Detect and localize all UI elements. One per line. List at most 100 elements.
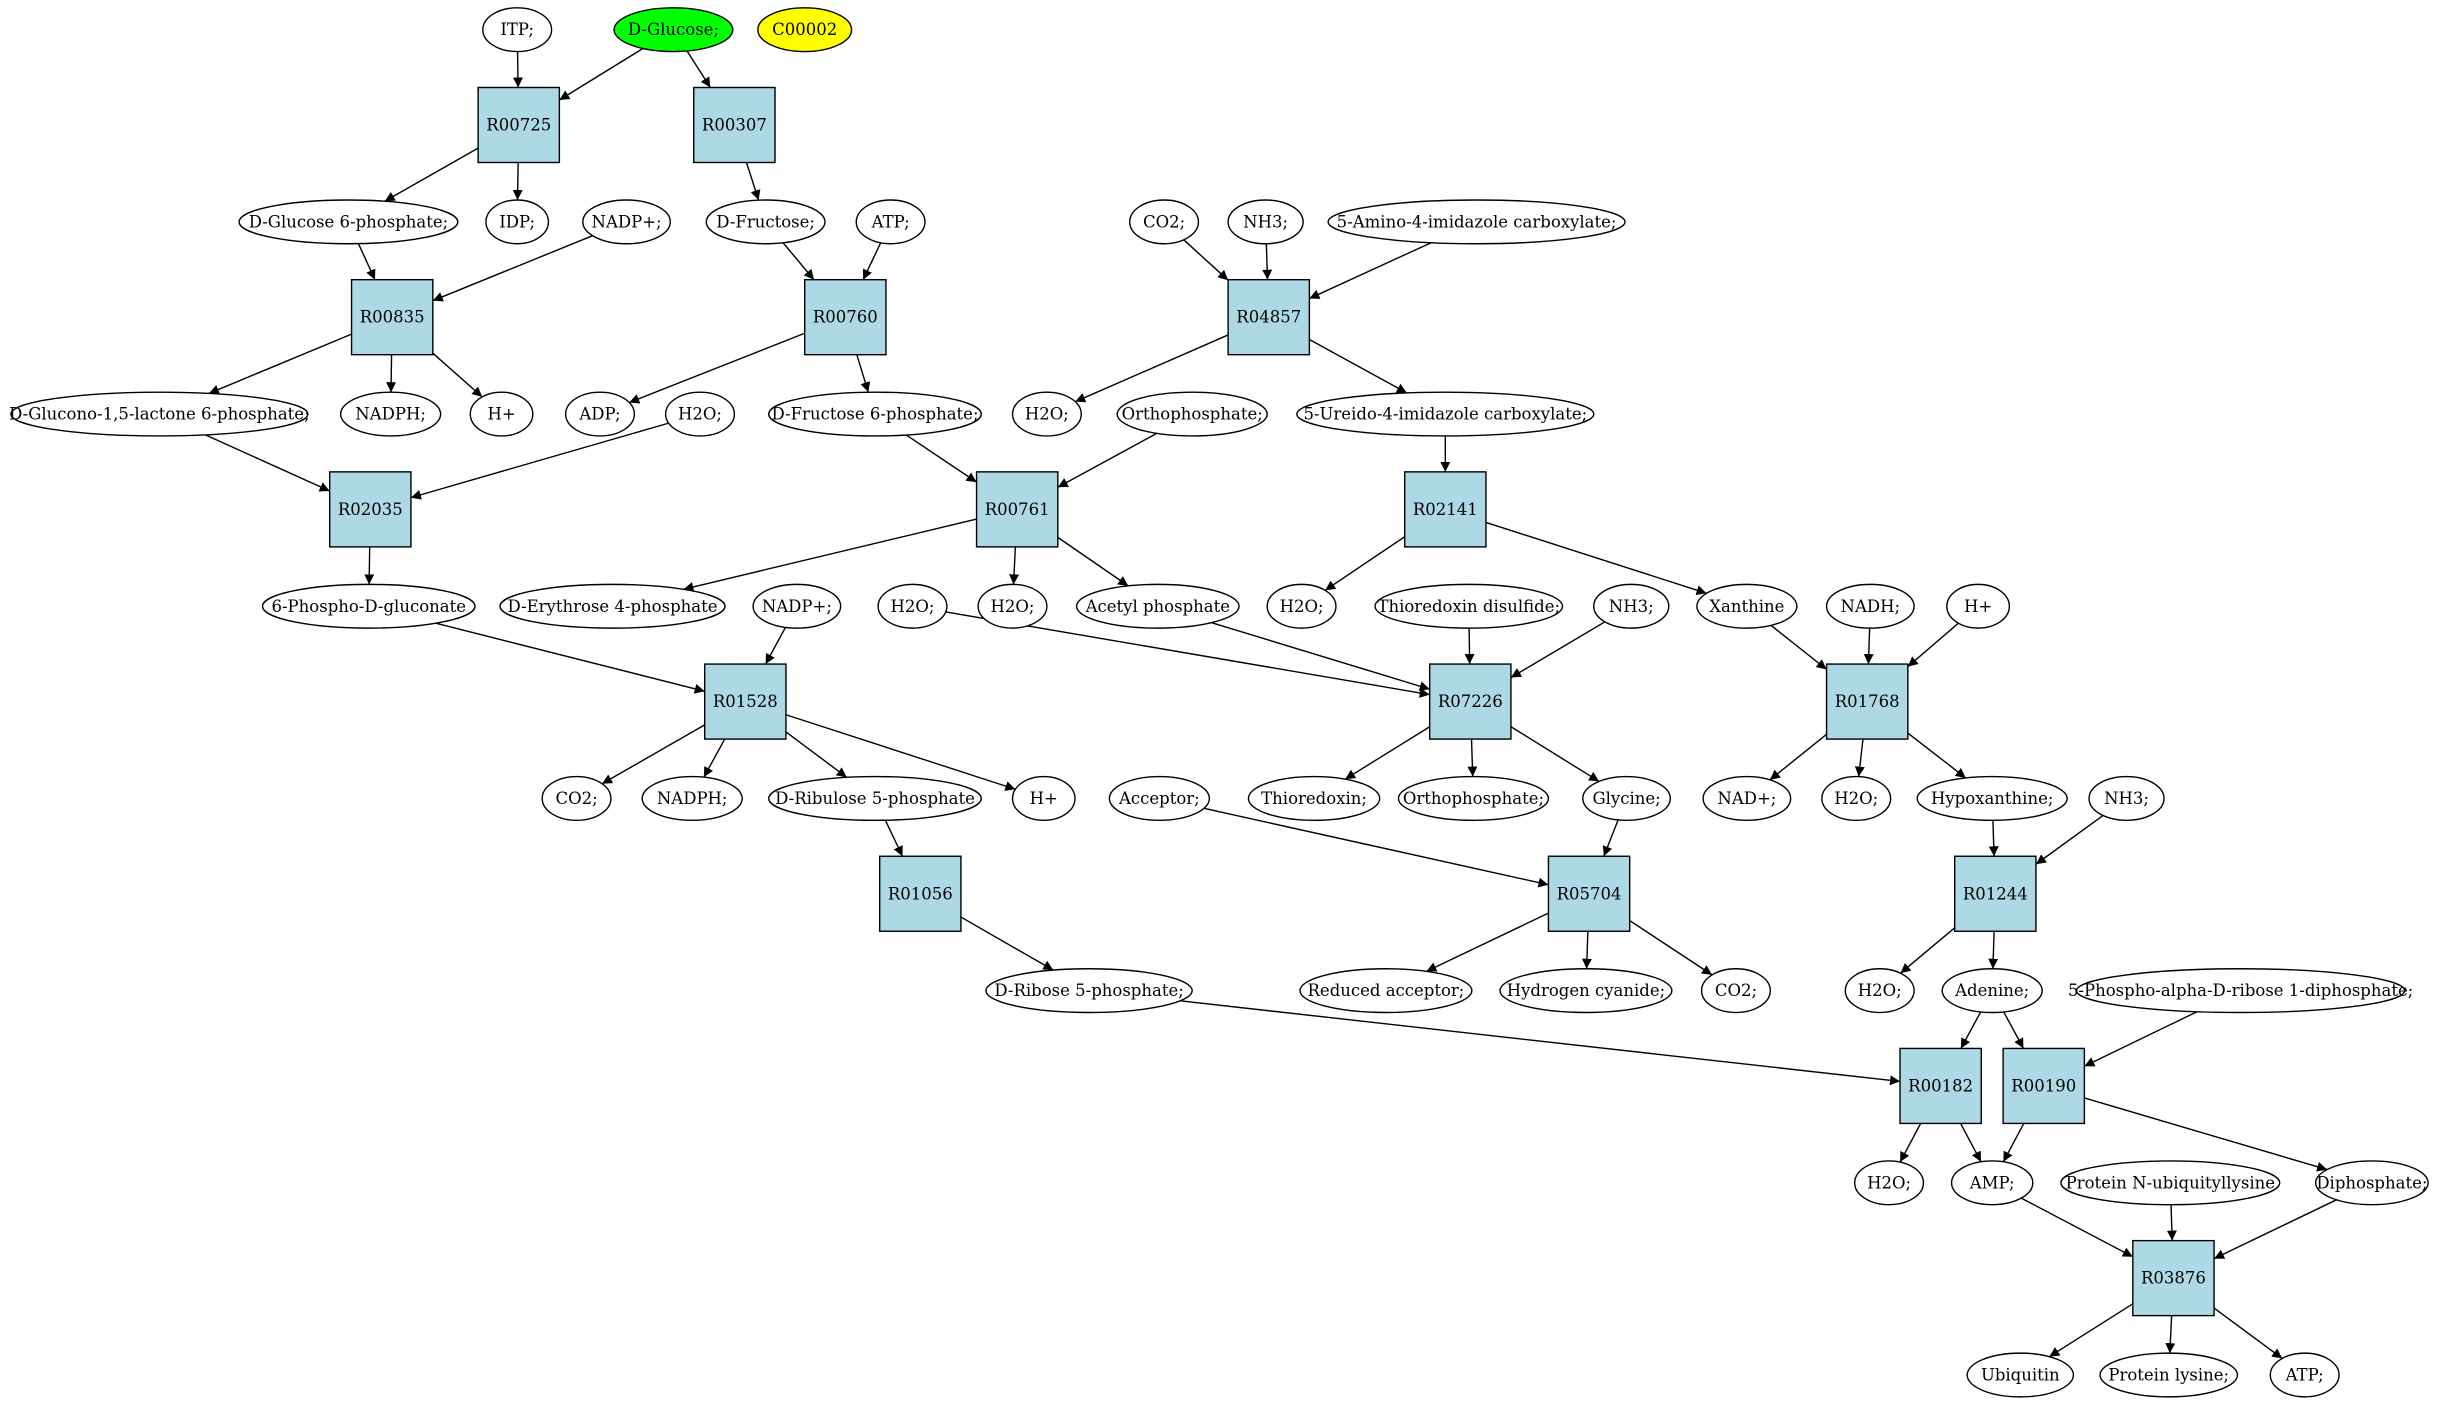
node-label: Protein lysine; (2108, 1366, 2229, 1385)
node-label: Glycine; (1592, 789, 1660, 808)
edge-acp-to-r07226 (1211, 621, 1430, 692)
compound-ellipse (1593, 583, 1670, 629)
edge-r00190-to-amp (2002, 1123, 2025, 1163)
edge-r03876-to-atp2 (2213, 1307, 2283, 1359)
edge-co2a-to-r04857 (1183, 239, 1229, 281)
compound-ellipse (705, 199, 826, 245)
edge-r00307-to-dfructose (745, 162, 761, 201)
node-label: Hypoxanthine; (1931, 789, 2053, 808)
node-label: 5-Phospho-alpha-D-ribose 1-diphosphate; (2068, 981, 2413, 1000)
compound-node-redacc: Reduced acceptor; (1299, 968, 1473, 1014)
node-label: NADH; (1841, 597, 1901, 616)
compound-node-plys: Protein lysine; (2099, 1352, 2239, 1398)
node-label: NH3; (1609, 597, 1654, 616)
edge-r00760-to-adp (628, 332, 805, 404)
reaction-box (1899, 1047, 1982, 1125)
compound-node-thioredoxin: Thioredoxin; (1247, 775, 1381, 822)
compound-node-h2o1: H2O; (664, 391, 736, 437)
edge-nh3b-to-r07226 (1510, 621, 1606, 679)
edge-r00182-to-amp (1959, 1123, 1982, 1163)
compound-node-thiodis: Thioredoxin disulfide; (1374, 583, 1564, 629)
reaction-box (1547, 855, 1631, 932)
node-label: H2O; (1834, 789, 1878, 808)
compound-ellipse (1844, 968, 1915, 1014)
edge-r01528-to-hplus3 (785, 714, 1016, 791)
compound-ellipse (1821, 775, 1892, 822)
compound-ellipse (2060, 1160, 2281, 1206)
compound-ellipse (1853, 1160, 1925, 1206)
reaction-node-r02141: R02141 (1403, 471, 1487, 548)
edge-adenine-to-r00190 (2003, 1011, 2025, 1049)
node-label: Thioredoxin; (1261, 789, 1367, 808)
compound-ellipse (977, 583, 1048, 629)
compound-node-dglucose: D-Glucose; (613, 7, 734, 53)
node-label: Thioredoxin disulfide; (1377, 597, 1560, 616)
reaction-node-r00760: R00760 (803, 278, 887, 356)
reaction-box (1403, 471, 1487, 548)
edge-nadh-to-r01768 (1863, 628, 1874, 665)
compound-ellipse (1374, 583, 1564, 629)
compound-ellipse (1397, 775, 1550, 822)
node-label: CO2; (1143, 212, 1185, 231)
compound-node-dg6p: D-Glucose 6-phosphate; (238, 199, 459, 245)
compound-ellipse (1499, 968, 1673, 1014)
edge-dr5p-to-r01056 (884, 819, 904, 857)
reaction-node-r01244: R01244 (1953, 855, 2037, 932)
reaction-box (975, 471, 1059, 548)
compound-node-h2o4: H2O; (977, 583, 1048, 629)
compound-node-diphos: Diphosphate; (2314, 1160, 2429, 1206)
compound-node-co2a: CO2; (1128, 199, 1200, 245)
compound-ellipse (855, 199, 926, 245)
compound-node-h2o3: H2O; (877, 583, 948, 629)
compound-ellipse (985, 968, 1193, 1014)
compound-ellipse (752, 583, 842, 629)
compound-ellipse (1825, 583, 1915, 629)
edge-r01528-to-nadph2 (703, 738, 726, 778)
compound-ellipse (1247, 775, 1381, 822)
edge-r00761-to-h2o4 (1009, 546, 1020, 585)
reaction-node-r03876: R03876 (2132, 1239, 2215, 1317)
node-label: Orthophosphate; (1403, 789, 1544, 808)
reaction-node-r00307: R00307 (693, 86, 776, 164)
compound-node-pdg: 6-Phospho-D-gluconate (261, 583, 476, 629)
compound-node-nadph1: NADPH; (339, 391, 442, 437)
node-label: 5-Amino-4-imidazole carboxylate; (1337, 212, 1617, 231)
compound-node-ortho1: Orthophosphate; (1116, 391, 1268, 437)
node-label: H2O; (678, 405, 722, 424)
reaction-box (350, 278, 434, 356)
edge-dglucose-to-r00725 (559, 47, 644, 101)
edge-r00725-to-idp (512, 162, 523, 201)
node-label: 6-Phospho-D-gluconate (271, 597, 466, 616)
compound-ellipse (768, 775, 982, 822)
compound-node-hypox: Hypoxanthine; (1916, 775, 2068, 822)
compound-ellipse (768, 391, 982, 437)
compound-ellipse (757, 7, 853, 53)
edge-diphos-to-r03876 (2213, 1199, 2337, 1260)
compound-node-nh3b: NH3; (1593, 583, 1670, 629)
compound-node-adp: ADP; (564, 391, 636, 437)
compound-ellipse (2269, 1352, 2340, 1398)
node-label: R00307 (702, 116, 767, 135)
compound-ellipse (1128, 199, 1200, 245)
edge-r01244-to-adenine (1988, 931, 1999, 969)
edge-glycine-to-r05704 (1602, 819, 1619, 857)
compound-ellipse (1946, 583, 2011, 629)
compound-node-nh3c: NH3; (2088, 775, 2165, 822)
compound-node-hplus3: H+ (1011, 775, 1076, 822)
compound-node-hcn: Hydrogen cyanide; (1499, 968, 1673, 1014)
compound-ellipse (1299, 968, 1473, 1014)
node-label: R01056 (888, 884, 953, 903)
node-label: R00761 (985, 500, 1050, 519)
compound-node-h2o8: H2O; (1853, 1160, 1925, 1206)
edge-layer (205, 47, 2337, 1359)
reaction-node-r05704: R05704 (1547, 855, 1631, 932)
edge-drib5p-to-r00182 (1180, 1000, 1901, 1086)
node-label: H+ (1030, 789, 1058, 808)
reaction-box (328, 471, 412, 548)
reaction-node-r00835: R00835 (350, 278, 434, 356)
compound-ellipse (564, 391, 636, 437)
edge-nadp1-to-r00835 (432, 235, 593, 302)
compound-node-dfructose: D-Fructose; (705, 199, 826, 245)
edge-itp-to-r00725 (512, 51, 523, 88)
compound-node-nadp1: NADP+; (582, 199, 672, 245)
